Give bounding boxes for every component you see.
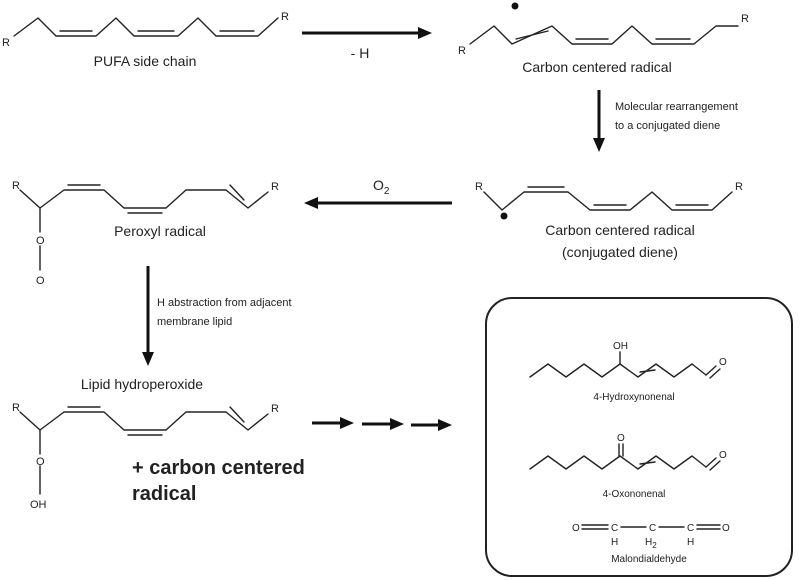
hydroperoxide-r-right: R (271, 403, 279, 415)
pufa-r-left: R (2, 37, 10, 49)
o2-label: O2 (373, 177, 390, 197)
conj-r-left: R (475, 181, 483, 193)
peroxyl-r-left: R (12, 180, 20, 192)
one-label: 4-Oxononenal (603, 489, 666, 500)
multistep-arrows (312, 417, 452, 431)
conjugated-radical-dot (500, 212, 508, 220)
hne-oh: OH (613, 341, 628, 352)
rearrangement-line2: to a conjugated diene (615, 120, 720, 132)
peroxyl-radical-structure: R R O O (12, 180, 279, 287)
arrow-rearrangement (593, 90, 605, 152)
peroxyl-o1: O (36, 235, 45, 247)
hne-structure: OH O (529, 341, 727, 379)
hydroperoxide-oh: OH (30, 499, 47, 511)
hydroperoxide-label: Lipid hydroperoxide (81, 376, 203, 392)
mda-c1: C (611, 523, 618, 534)
mda-o-left: O (572, 523, 580, 534)
carbon-radical-label: Carbon centered radical (522, 59, 671, 75)
peroxyl-r-right: R (271, 181, 279, 193)
radical-r-left: R (458, 45, 466, 57)
products-box (485, 297, 793, 577)
hydroperoxide-r-left: R (12, 402, 20, 414)
hydroperoxide-structure: R R O OH (12, 402, 279, 511)
abstraction-line1: H abstraction from adjacent (157, 297, 292, 309)
conj-radical-line1: Carbon centered radical (545, 222, 694, 238)
hne-label: 4-Hydroxynonenal (593, 392, 674, 403)
mda-label: Malondialdehyde (611, 554, 687, 565)
mda-h-left: H (611, 537, 618, 548)
mda-c3: C (687, 523, 694, 534)
conjugated-radical-structure: R R (475, 181, 743, 220)
plus-radical-line2: radical (132, 483, 196, 505)
radical-r-right: R (741, 13, 749, 25)
mda-structure: O C C C O H H2 H (572, 523, 730, 550)
pufa-label: PUFA side chain (94, 53, 197, 69)
conj-r-right: R (735, 181, 743, 193)
one-structure: O O (529, 433, 727, 471)
mda-h2: H2 (645, 537, 657, 550)
mda-h-right: H (687, 537, 694, 548)
arrow-oxygen-addition (304, 197, 452, 209)
pufa-structure: R R (2, 11, 289, 49)
mda-c2: C (649, 523, 656, 534)
carbon-radical-structure: R R (458, 2, 749, 57)
step1-reagent: - H (351, 45, 370, 61)
pufa-r-right: R (281, 11, 289, 23)
one-o-ald: O (719, 450, 727, 461)
plus-radical-line1: + carbon centered (132, 457, 305, 479)
rearrangement-line1: Molecular rearrangement (615, 101, 738, 113)
radical-dot (511, 2, 519, 10)
peroxyl-o2: O (36, 275, 45, 287)
arrow-hydrogen-removal (302, 27, 432, 39)
peroxyl-label: Peroxyl radical (114, 223, 206, 239)
conj-radical-line2: (conjugated diene) (562, 244, 678, 260)
hydroperoxide-o: O (36, 456, 45, 468)
hne-o: O (719, 357, 727, 368)
one-o-keto: O (617, 433, 625, 444)
arrow-h-abstraction (142, 266, 154, 366)
mda-o-right: O (722, 523, 730, 534)
abstraction-line2: membrane lipid (157, 316, 232, 328)
